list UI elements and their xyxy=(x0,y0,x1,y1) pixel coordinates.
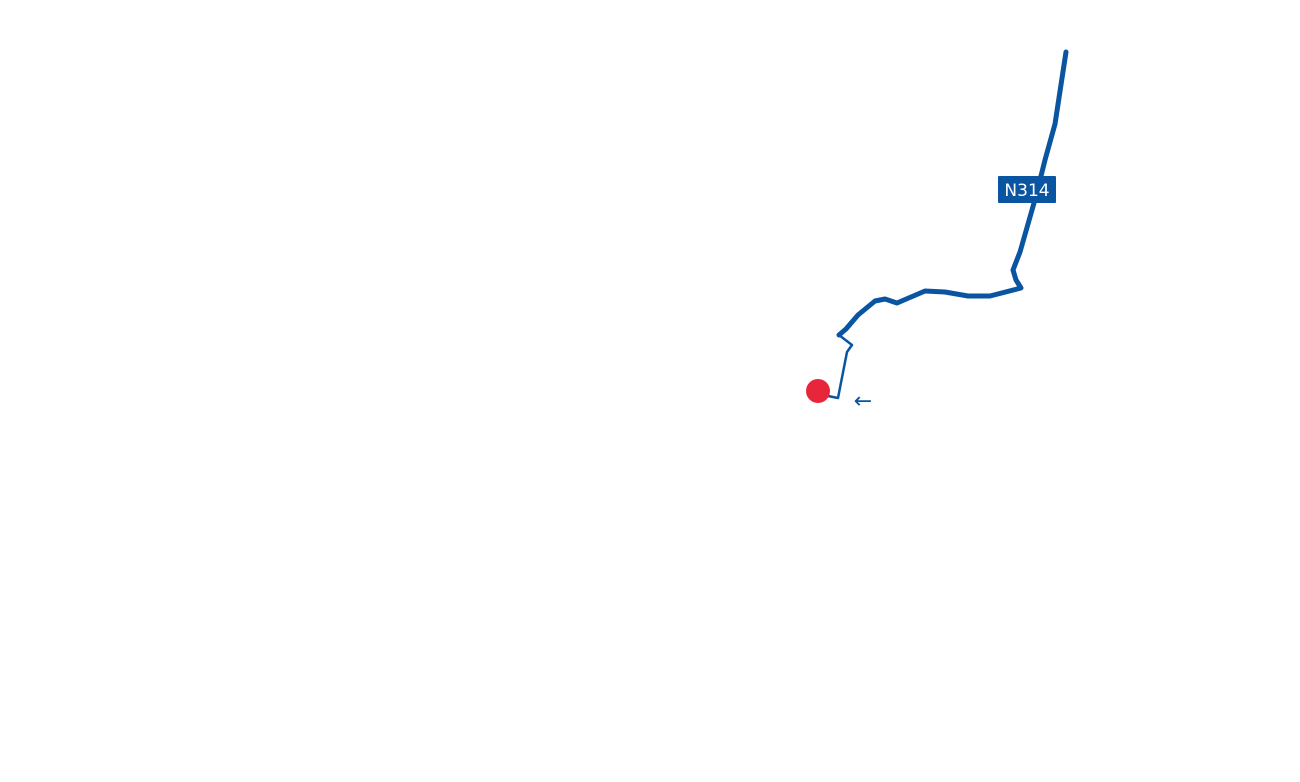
destination-dot-icon xyxy=(806,379,830,403)
road-number-badge: N314 xyxy=(998,176,1056,203)
road-badge-background xyxy=(998,176,1056,203)
left-arrow-icon: ← xyxy=(854,389,872,414)
road-badge-label: N314 xyxy=(1004,181,1049,201)
access-road-route xyxy=(826,333,854,400)
direction-arrow: ← xyxy=(854,389,872,414)
